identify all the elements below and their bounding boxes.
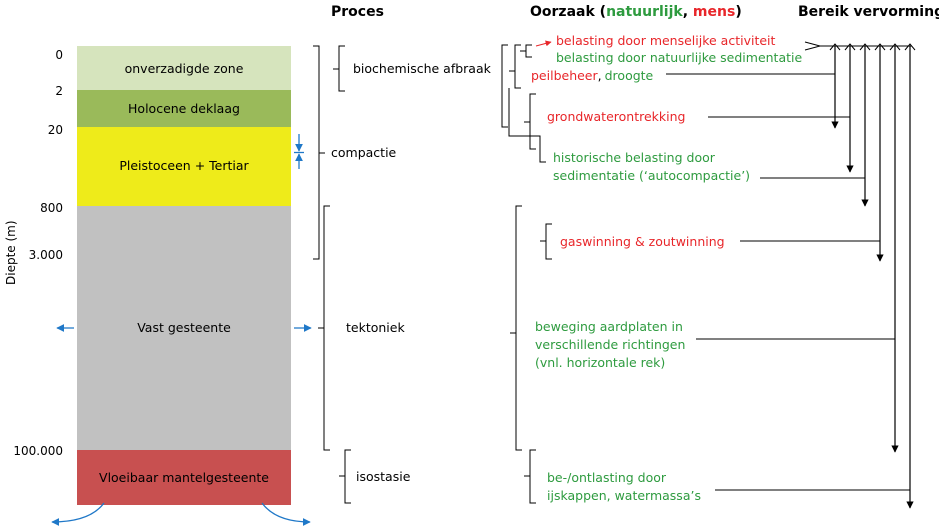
cause-bracket-mid: [509, 44, 521, 89]
cause-comma: ,: [598, 68, 602, 83]
header-oorzaak: Oorzaak (natuurlijk, mens): [530, 4, 742, 20]
layer-mantel: [77, 450, 291, 505]
cause-ijskappen-line1: be-/ontlasting door: [547, 470, 667, 485]
layer-label: Holocene deklaag: [128, 101, 240, 116]
curved-arrow-right-icon: [261, 502, 311, 526]
layer-label: Pleistoceen + Tertiar: [119, 158, 249, 173]
cause-peilbeheer-droogte: peilbeheer,droogte: [531, 68, 654, 83]
bracket-biochemisch: [333, 45, 345, 92]
cause-ijskappen: be-/ontlasting door ijskappen, watermass…: [547, 470, 701, 503]
bracket-tektoniek: [318, 205, 330, 451]
layer-holocene: [77, 90, 291, 127]
depth-tick: 2: [55, 84, 63, 98]
cause-bracket-inner: [520, 44, 532, 58]
extent-top-arrowheads-icon: [829, 43, 916, 51]
depth-tick: 100.000: [13, 444, 63, 458]
cause-bracket-ijskappen: [524, 449, 536, 504]
cause-grondwater: grondwaterontrekking: [547, 109, 685, 124]
bereik-top-bracket: [804, 41, 822, 51]
depth-tick: 3.000: [29, 248, 63, 262]
depth-tick: 20: [48, 123, 63, 137]
process-label: tektoniek: [346, 320, 405, 335]
cause-nat-belasting: belasting door natuurlijke sedimentatie: [556, 50, 802, 65]
cause-historisch-line2: sedimentatie (‘autocompactie’): [553, 168, 750, 183]
cause-aardplaten-line1: beweging aardplaten in: [535, 319, 683, 334]
layer-label: Vast gesteente: [137, 320, 231, 335]
layer-pleistoceen: [77, 127, 291, 206]
cause-bracket-gaswinning: [540, 223, 552, 260]
header-sep: ,: [683, 4, 693, 20]
cause-historisch: historische belasting door sedimentatie …: [553, 150, 750, 183]
cause-bracket-outer: [501, 44, 508, 128]
curved-arrow-left-icon: [51, 502, 105, 526]
cause-aardplaten: beweging aardplaten in verschillende ric…: [535, 319, 689, 370]
depth-tick: 0: [55, 48, 63, 62]
y-axis-label: Diepte (m): [4, 220, 18, 285]
process-label: compactie: [331, 145, 397, 160]
cause-gaswinning: gaswinning & zoutwinning: [560, 234, 725, 249]
process-label: biochemische afbraak: [353, 61, 492, 76]
header-oorzaak-prefix: Oorzaak (: [530, 4, 606, 20]
cause-aardplaten-line2: verschillende richtingen: [535, 337, 685, 352]
depth-tick: 800: [40, 201, 63, 215]
header-suffix: ): [735, 4, 741, 20]
layer-onverzadigde-zone: [77, 46, 291, 90]
layer-label: Vloeibaar mantelgesteente: [99, 470, 269, 485]
header-mens: mens: [693, 4, 735, 20]
header-bereik: Bereik vervorming: [798, 4, 939, 20]
layer-label: onverzadigde zone: [125, 61, 244, 76]
mens-arrow-icon: [535, 40, 552, 47]
bracket-isostasie: [339, 449, 351, 504]
cause-connector: [508, 88, 546, 163]
cause-bracket-aardplaten: [510, 205, 522, 451]
layer-vast-gesteente: [77, 206, 291, 450]
process-label: isostasie: [356, 469, 411, 484]
cause-mens-belasting: belasting door menselijke activiteit: [556, 33, 776, 48]
cause-droogte: droogte: [605, 68, 654, 83]
cause-bracket-grondwater: [524, 93, 536, 150]
cause-aardplaten-line3: (vnl. horizontale rek): [535, 355, 665, 370]
cause-historisch-line1: historische belasting door: [553, 150, 716, 165]
header-proces: Proces: [331, 4, 384, 20]
bracket-compactie: [313, 45, 325, 260]
cause-ijskappen-line2: ijskappen, watermassa’s: [547, 488, 701, 503]
cause-peilbeheer: peilbeheer: [531, 68, 598, 83]
header-natuurlijk: natuurlijk: [606, 4, 683, 20]
